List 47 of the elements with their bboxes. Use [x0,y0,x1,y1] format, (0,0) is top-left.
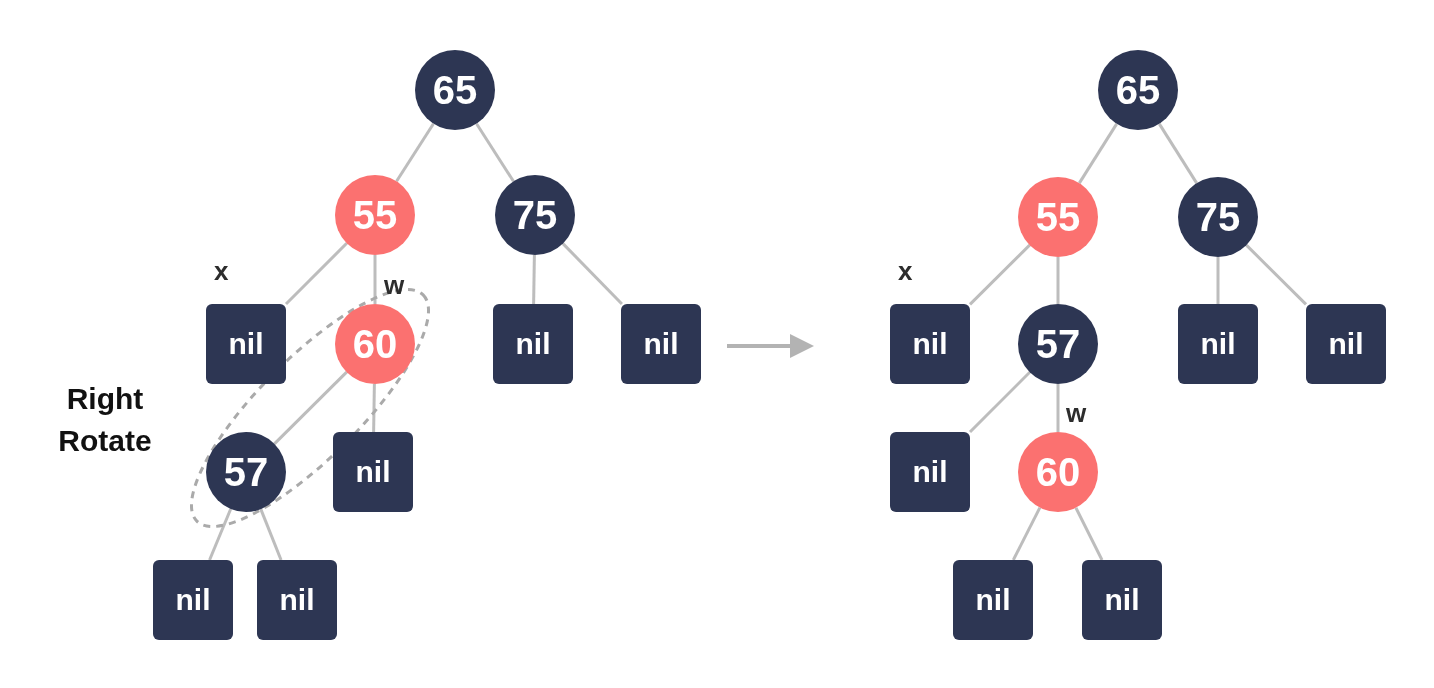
nil-leaf-box: nil [206,304,286,384]
tree-node-circle: 65 [1098,50,1178,130]
tree-node-circle: 55 [335,175,415,255]
tree-edge [372,383,376,433]
tree-edge [475,122,515,183]
nil-leaf-box: nil [257,560,337,640]
tree-edge [1011,507,1042,561]
tree-edge [208,508,233,561]
nil-leaf-box: nil [153,560,233,640]
nil-leaf-box: nil [890,304,970,384]
tree-node-circle: 75 [495,175,575,255]
rotation-label: Right Rotate [57,381,153,459]
tree-edge [1245,244,1308,306]
nil-leaf-box: nil [621,304,701,384]
tree-edge [532,254,536,305]
tree-edge [373,255,377,304]
tree-edge [395,122,435,183]
nil-leaf-box: nil [1082,560,1162,640]
nil-leaf-box: nil [493,304,573,384]
nil-leaf-box: nil [333,432,413,512]
pointer-label: w [1066,398,1087,429]
tree-edge [1074,507,1104,561]
tree-node-circle: 57 [206,432,286,512]
tree-edge [1216,257,1220,304]
tree-edge [1056,384,1060,432]
tree-node-circle: 60 [1018,432,1098,512]
pointer-label: w [384,270,405,301]
tree-edge [259,508,283,561]
nil-leaf-box: nil [1178,304,1258,384]
tree-edge [284,242,348,306]
pointer-label: x [214,256,229,287]
tree-node-circle: 65 [415,50,495,130]
tree-edge [273,371,348,445]
tree-edge [561,242,623,306]
tree-edge [1056,257,1060,304]
tree-node-circle: 55 [1018,177,1098,257]
tree-node-circle: 57 [1018,304,1098,384]
tree-edge [968,371,1031,434]
nil-leaf-box: nil [1306,304,1386,384]
tree-edge [968,244,1031,306]
tree-node-circle: 75 [1178,177,1258,257]
nil-leaf-box: nil [953,560,1033,640]
pointer-label: x [898,256,913,287]
tree-edge [1158,123,1198,184]
tree-edge [1078,123,1118,184]
nil-leaf-box: nil [890,432,970,512]
tree-node-circle: 60 [335,304,415,384]
